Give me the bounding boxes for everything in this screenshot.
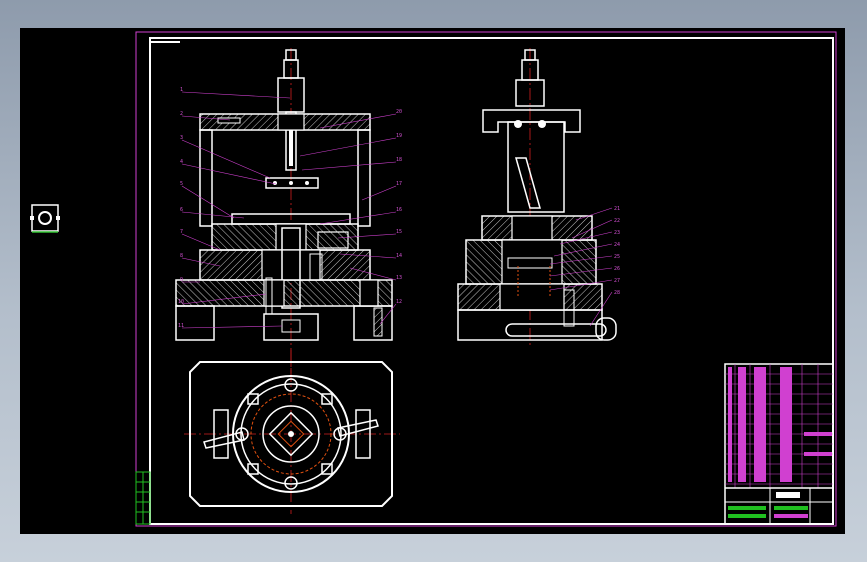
part-label-8: 8 xyxy=(180,253,183,259)
revision-strip xyxy=(135,471,151,525)
part-label-6: 6 xyxy=(180,207,183,213)
part-label-4: 4 xyxy=(180,159,183,165)
part-label-7: 7 xyxy=(180,229,183,235)
part-label-25: 25 xyxy=(614,254,620,260)
part-label-10: 10 xyxy=(178,299,184,305)
part-label-23: 23 xyxy=(614,230,620,236)
part-label-13: 13 xyxy=(396,275,402,281)
part-label-27: 27 xyxy=(614,278,620,284)
part-label-2: 2 xyxy=(180,111,183,117)
part-label-11: 11 xyxy=(178,323,184,329)
part-label-22: 22 xyxy=(614,218,620,224)
part-label-15: 15 xyxy=(396,229,402,235)
part-label-12: 12 xyxy=(396,299,402,305)
part-label-1: 1 xyxy=(180,87,183,93)
part-label-26: 26 xyxy=(614,266,620,272)
top-view[interactable] xyxy=(184,350,400,514)
part-label-3: 3 xyxy=(180,135,183,141)
part-label-21: 21 xyxy=(614,206,620,212)
title-block xyxy=(724,363,834,525)
part-label-14: 14 xyxy=(396,253,402,259)
front-section-view[interactable]: 1 2 3 4 5 6 7 8 9 10 11 12 13 14 15 16 1… xyxy=(175,48,402,373)
part-label-5: 5 xyxy=(180,181,183,187)
part-label-19: 19 xyxy=(396,133,402,139)
assembly-drawing: 1 2 3 4 5 6 7 8 9 10 11 12 13 14 15 16 1… xyxy=(30,31,837,527)
sheet-inner-border xyxy=(149,37,834,525)
part-label-18: 18 xyxy=(396,157,402,163)
part-label-9: 9 xyxy=(180,277,183,283)
thumbnail-preview[interactable] xyxy=(30,204,60,233)
part-label-24: 24 xyxy=(614,242,620,248)
part-label-20: 20 xyxy=(396,109,402,115)
cad-viewport[interactable]: 1 2 3 4 5 6 7 8 9 10 11 12 13 14 15 16 1… xyxy=(20,28,845,534)
side-view[interactable]: 21 22 23 24 25 26 27 28 xyxy=(457,48,620,348)
part-label-16: 16 xyxy=(396,207,402,213)
part-label-28: 28 xyxy=(614,290,620,296)
sheet-outer-border xyxy=(135,31,837,527)
part-label-17: 17 xyxy=(396,181,402,187)
